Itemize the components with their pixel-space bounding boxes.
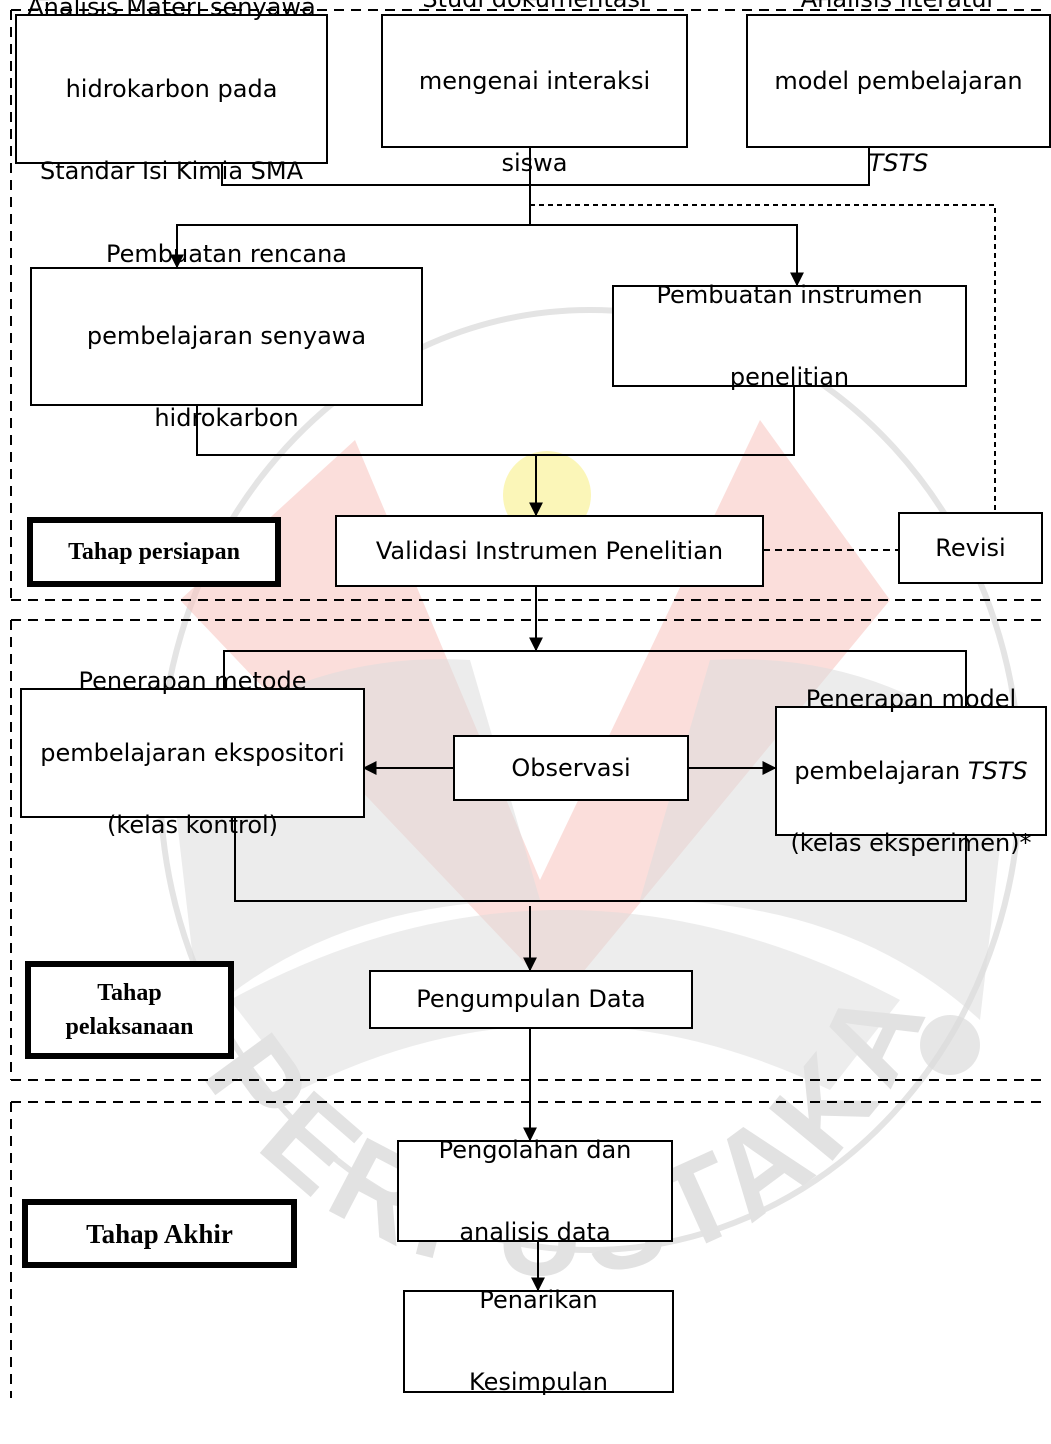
- box-penarikan: Penarikan Kesimpulan: [403, 1286, 674, 1396]
- stage-border-persiapan: [10, 9, 1045, 601]
- stage-label-akhir: Tahap Akhir: [22, 1199, 297, 1268]
- box-studi-dokumentasi: Studi dokumentasi mengenai interaksi sis…: [381, 0, 688, 177]
- box-text: siswa: [501, 148, 568, 177]
- box-text: (kelas kontrol): [106, 811, 279, 839]
- stage-border-akhir: [10, 1101, 1045, 1398]
- box-validasi: Validasi Instrumen Penelitian: [335, 515, 764, 587]
- connector-split-left: [170, 224, 530, 269]
- box-text: penelitian: [729, 362, 850, 391]
- stage-label-pelaksanaan: Tahap pelaksanaan: [25, 961, 234, 1059]
- connector-pelaksanaan-top: [223, 650, 967, 706]
- box-text: Analisis Materi senyawa: [27, 0, 316, 21]
- box-text: pembelajaran senyawa: [86, 322, 367, 350]
- box-text: pembelajaran: [794, 757, 968, 785]
- box-text: mengenai interaksi: [418, 66, 651, 95]
- stage-border-pelaksanaan: [10, 619, 1045, 1081]
- box-pengolahan: Pengolahan dan analisis data: [397, 1136, 673, 1246]
- box-pengumpulan: Pengumpulan Data: [369, 970, 693, 1029]
- box-text: Pengolahan dan: [438, 1135, 632, 1164]
- box-ekspositori: Penerapan metode pembelajaran ekspositor…: [20, 667, 365, 839]
- connectors: [10, 9, 1045, 1398]
- connector-merge-validasi: [196, 387, 795, 515]
- box-text: Standar Isi Kimia SMA: [39, 156, 304, 185]
- box-text-italic: TSTS: [967, 757, 1028, 785]
- box-observasi: Observasi: [453, 735, 689, 801]
- box-text: Kesimpulan: [469, 1368, 608, 1396]
- watermark-dot: [920, 1015, 980, 1075]
- box-text: Analisis literatur: [774, 0, 1022, 20]
- connector-revisi-loop: [530, 204, 996, 512]
- box-instrumen-penelitian: Pembuatan instrumen penelitian: [612, 281, 967, 391]
- box-revisi: Revisi: [898, 512, 1043, 584]
- box-text: Observasi: [511, 753, 631, 782]
- box-text: pembelajaran ekspositori: [40, 739, 345, 767]
- box-analisis-literatur: Analisis literatur model pembelajaran TS…: [746, 0, 1051, 177]
- box-text: (kelas eksperimen)*: [790, 829, 1032, 857]
- connector-pelaksanaan-bottom: [234, 818, 967, 902]
- flowchart-canvas: UNIVERSITAS PENDIDIKAN INDONESIA PERPUST…: [0, 0, 1051, 1398]
- box-text: hidrokarbon pada: [65, 74, 278, 103]
- box-text: Studi dokumentasi: [419, 0, 650, 20]
- box-text: Penerapan metode: [78, 667, 307, 695]
- connector-top-join: [221, 147, 870, 225]
- box-text: Pembuatan rencana: [105, 240, 347, 268]
- connector-split-right: [530, 224, 804, 287]
- box-text: Validasi Instrumen Penelitian: [375, 536, 724, 565]
- box-text-italic: TSTS: [868, 148, 929, 177]
- stage-label-persiapan: Tahap persiapan: [27, 517, 281, 587]
- box-rencana-pembelajaran: Pembuatan rencana pembelajaran senyawa h…: [30, 240, 423, 432]
- box-text: Pembuatan instrumen: [656, 280, 923, 309]
- box-text: analisis data: [459, 1217, 611, 1246]
- box-analisis-materi: Analisis Materi senyawa hidrokarbon pada…: [15, 0, 328, 185]
- box-tsts: Penerapan model pembelajaran TSTS (kelas…: [775, 685, 1047, 857]
- box-text: Revisi: [935, 533, 1006, 562]
- box-text: Penarikan: [479, 1286, 598, 1314]
- box-text: model pembelajaran: [774, 66, 1023, 95]
- box-text: hidrokarbon: [154, 404, 299, 432]
- box-text: Penerapan model: [805, 685, 1017, 713]
- box-text: Pengumpulan Data: [416, 985, 646, 1013]
